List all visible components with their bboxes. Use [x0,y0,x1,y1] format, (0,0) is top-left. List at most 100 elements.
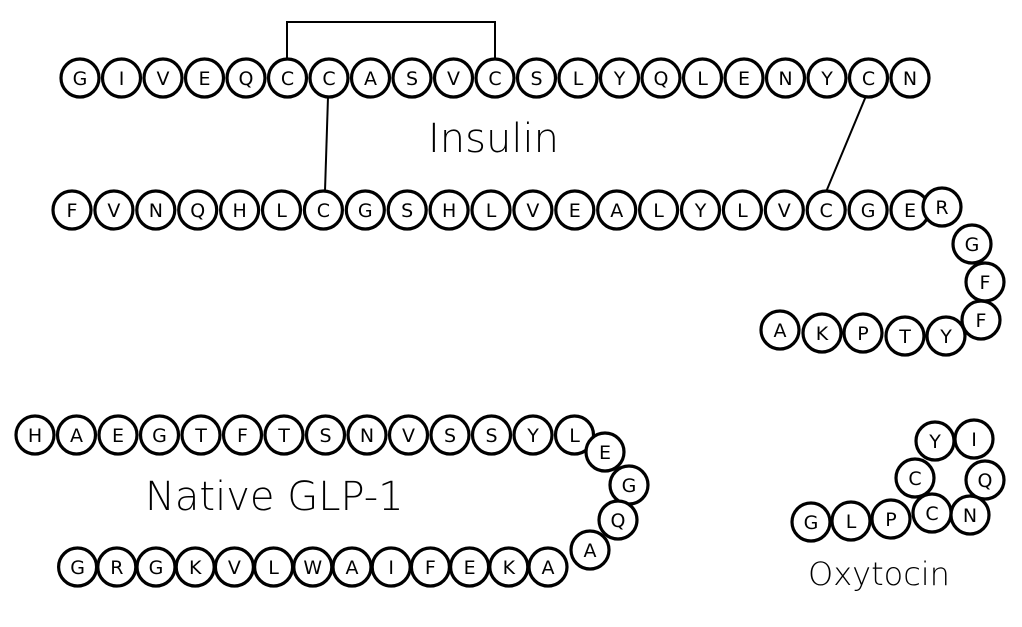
glp1-residue-10: V [387,414,430,456]
residue-letter: S [485,425,497,447]
residue-circle [640,57,682,99]
residue-circle [470,189,512,231]
residue-circle [183,57,226,99]
insulin-b-residue-28: P [842,312,884,354]
insulin-a-residue-20: C [847,57,890,99]
residue-circle [219,189,261,231]
glp1-residue-17: Q [597,499,639,541]
residue-circle [830,500,872,542]
residue-circle [884,315,926,357]
insulin-label: Insulin [428,116,559,162]
residue-letter: S [319,425,331,447]
residue-circle [584,431,626,473]
glp1-residue-30: R [96,546,138,588]
residue-circle [142,57,184,99]
residue-letter: L [268,557,279,579]
oxytocin-residue-6: C [911,492,953,534]
insulin-b-residue-14: A [596,189,638,231]
residue-letter: L [569,425,580,447]
insulin-b-residue-29: K [801,312,843,354]
insulin-b-residue-16: Y [679,189,722,231]
residue-circle [346,414,388,456]
residue-letter: Q [239,68,254,90]
oxytocin-residue-2: Y [914,420,956,462]
residue-letter: K [816,323,829,345]
residue-circle [790,501,832,543]
residue-letter: T [194,425,207,447]
residue-circle [432,57,475,99]
insulin-b-residue-6: L [260,189,303,231]
residue-letter: E [738,68,750,90]
residue-letter: A [584,540,597,562]
residue-letter: I [388,557,394,579]
residue-letter: Y [939,326,952,348]
residue-letter: E [569,200,581,222]
residue-letter: I [971,429,977,451]
residue-circle [598,57,641,99]
residue-letter: L [697,68,708,90]
residue-letter: H [28,425,42,447]
residue-circle [894,457,936,499]
residue-letter: V [526,200,539,222]
oxytocin-label: Oxytocin [808,555,950,593]
residue-letter: G [861,200,876,222]
residue-letter: E [464,557,476,579]
glp1-residue-27: V [213,546,255,588]
residue-letter: N [778,68,792,90]
residue-letter: F [67,200,78,222]
insulin-a-residue-5: Q [225,57,267,99]
residue-letter: A [542,557,555,579]
residue-circle [759,309,801,351]
residue-circle [266,57,309,99]
insulin-a-residue-19: Y [806,57,848,99]
glp1-residue-28: K [174,546,216,588]
residue-circle [93,189,135,231]
residue-circle [557,57,599,99]
residue-circle [344,189,386,231]
residue-circle [260,189,303,231]
oxytocin-residue-9: G [790,501,832,543]
oxytocin-residue-5: N [949,494,991,536]
insulin-b-residue-4: Q [177,189,219,231]
residue-letter: G [149,557,164,579]
residue-letter: G [622,475,637,497]
oxytocin-residue-1: C [894,457,936,499]
residue-letter: L [573,68,584,90]
residue-letter: F [976,310,987,332]
residue-circle [97,414,139,456]
residue-letter: R [935,197,948,219]
glp1-residue-16: G [608,464,650,506]
glp1-residue-11: S [429,414,471,456]
residue-circle [964,459,1006,501]
residue-letter: T [898,326,911,348]
residue-letter: T [277,425,290,447]
insulin-b-residue-1: F [51,189,93,231]
disulfide-bond-a7-b7 [324,96,329,192]
glp1-residue-13: Y [512,414,554,456]
residue-circle [51,189,93,231]
residue-letter: E [112,425,124,447]
insulin-a-residue-4: E [183,57,226,99]
residue-circle [951,223,993,265]
insulin-b-residue-18: V [763,189,805,231]
residue-circle [100,57,143,99]
residue-letter: L [737,200,748,222]
insulin-b-residue-8: G [344,189,386,231]
glp1-residue-20: K [488,546,530,588]
residue-letter: L [276,200,287,222]
residue-letter: C [488,68,501,90]
residue-circle [304,414,347,456]
glp1-residue-7: T [263,414,305,456]
residue-circle [470,414,513,456]
residue-letter: V [228,557,241,579]
residue-circle [59,57,101,99]
residue-circle [512,189,554,231]
residue-letter: C [925,503,938,525]
residue-circle [302,189,344,231]
residue-circle [56,546,99,588]
insulin-b-residue-10: H [428,189,470,231]
residue-circle [308,57,350,99]
insulin-b-residue-13: E [554,189,596,231]
residue-circle [842,312,884,354]
residue-letter: E [904,200,916,222]
